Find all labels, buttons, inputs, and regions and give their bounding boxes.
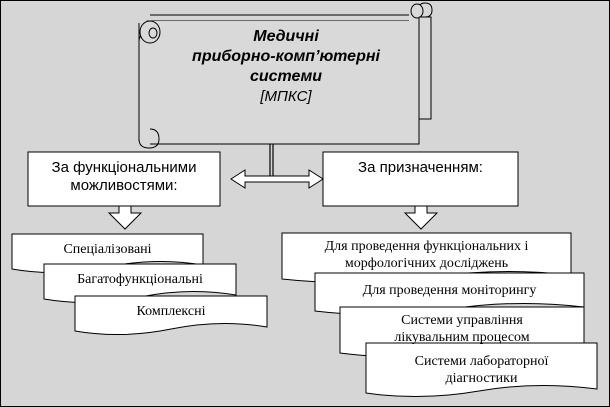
category-boxes bbox=[27, 151, 519, 207]
item-treatment-control-line-1: Системи управління bbox=[401, 313, 523, 328]
item-box-complex bbox=[74, 295, 268, 336]
title-line-1: Медичні bbox=[253, 28, 319, 45]
item-lab-diagnostics-line-1: Системи лабораторної bbox=[414, 354, 549, 369]
title-line-3: системи bbox=[249, 68, 323, 85]
right-category-box bbox=[322, 151, 519, 207]
item-lab-diagnostics-line-2: діагностики bbox=[445, 371, 518, 386]
double-arrow-connector bbox=[230, 169, 324, 189]
right-item-boxes bbox=[281, 232, 598, 398]
right-down-arrow bbox=[403, 205, 439, 230]
title-scroll bbox=[138, 2, 433, 149]
item-functional-research-line-1: Для проведення функціональних і bbox=[324, 239, 529, 254]
item-box-lab-diagnostics bbox=[365, 342, 598, 398]
item-functional-research: Для проведення функціональних і морфолог… bbox=[282, 238, 571, 272]
title-abbreviation: [МПКС] bbox=[260, 88, 312, 105]
down-arrows bbox=[107, 205, 439, 230]
left-item-boxes bbox=[11, 233, 268, 336]
item-treatment-control-line-2: лікувальним процесом bbox=[394, 330, 530, 345]
item-lab-diagnostics: Системи лабораторної діагностики bbox=[366, 353, 597, 387]
connector-lines bbox=[244, 141, 310, 180]
item-treatment-control: Системи управління лікувальним процесом bbox=[340, 312, 584, 346]
title-block: Медичні приборно-комп’ютерні системи [МП… bbox=[166, 27, 406, 107]
item-monitoring-line-1: Для проведення моніторингу bbox=[362, 283, 537, 298]
left-category-line-2: можливостями: bbox=[70, 177, 178, 194]
item-monitoring: Для проведення моніторингу bbox=[315, 282, 584, 299]
left-category-box bbox=[27, 151, 221, 207]
left-category-line-1: За функціональними bbox=[51, 159, 197, 176]
item-complex: Комплексні bbox=[136, 304, 206, 319]
right-category-label: За призначенням: bbox=[323, 159, 518, 177]
item-multifunctional: Багатофункціональні bbox=[77, 272, 203, 287]
left-down-arrow bbox=[107, 205, 143, 230]
right-category-line-1: За призначенням: bbox=[358, 159, 483, 176]
item-functional-research-line-2: морфологічних досліджень bbox=[344, 256, 509, 271]
left-category-label: За функціональними можливостями: bbox=[28, 159, 220, 195]
title-line-2: приборно-комп’ютерні bbox=[192, 48, 380, 65]
item-specialized: Спеціалізовані bbox=[63, 242, 152, 257]
